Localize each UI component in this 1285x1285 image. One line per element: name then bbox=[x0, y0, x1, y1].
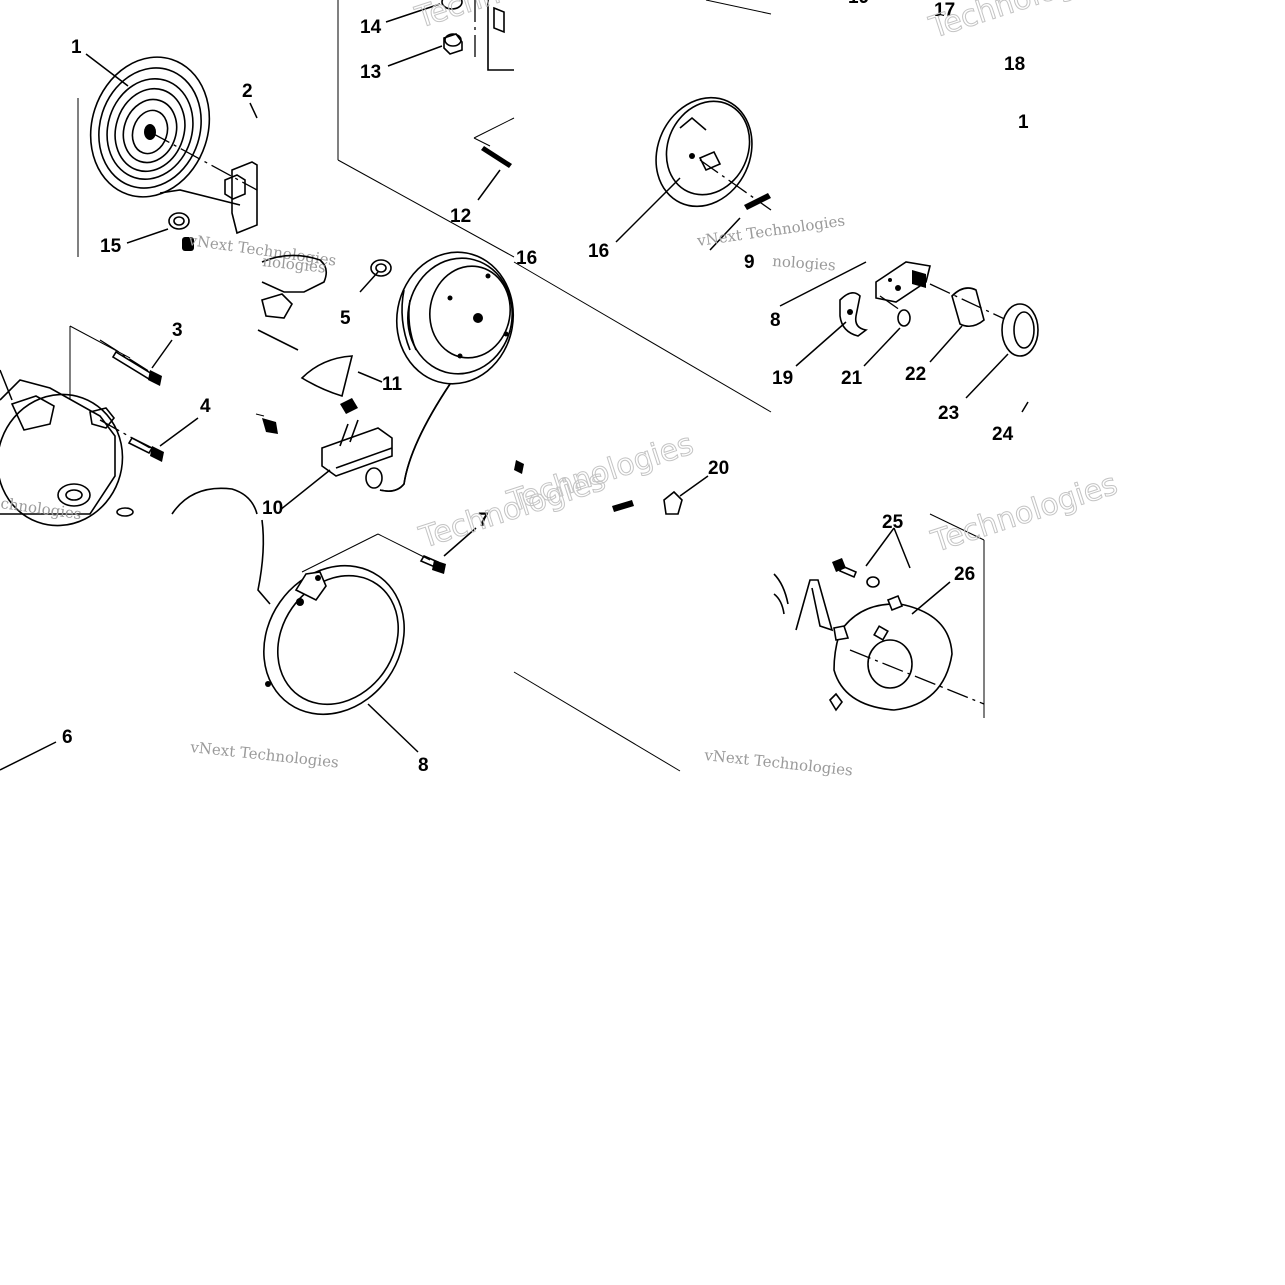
label-part-17: 17 bbox=[934, 0, 955, 21]
label-part-19-cut: 8 bbox=[770, 310, 781, 331]
watermark-technologies-6: nologies bbox=[772, 252, 837, 274]
watermark-technologies-2: Technologies bbox=[925, 0, 1120, 46]
rope-pulley-part bbox=[395, 251, 515, 385]
watermark-technologies: Technologies bbox=[411, 0, 606, 36]
label-part-11: 11 bbox=[382, 374, 403, 395]
label-part-23: 23 bbox=[938, 403, 959, 424]
label-part-19: 19 bbox=[772, 368, 793, 389]
label-part-16: 16 bbox=[588, 241, 609, 262]
recoil-spring-part bbox=[89, 56, 258, 198]
label-part-15: 15 bbox=[100, 236, 122, 257]
label-part-18: 18 bbox=[1004, 54, 1025, 75]
tile-upper-right: 19 17 18 1 Technologies bbox=[848, 0, 1120, 133]
tile-middle-center: 16 20 Technologies bbox=[502, 248, 772, 520]
tile-starter-housing: 3 4 chnologies bbox=[0, 320, 258, 527]
watermark-technologies-7: Technologies bbox=[415, 463, 610, 556]
tile-lower-center: vNext Technologies bbox=[513, 671, 854, 780]
label-part-20: 20 bbox=[708, 458, 729, 479]
watermark-technologies-3: chnologies bbox=[0, 494, 83, 523]
label-part-8: 8 bbox=[418, 755, 429, 776]
tile-frame-bolts: 14 13 12 Technologies bbox=[337, 0, 606, 258]
label-part-14: 14 bbox=[360, 17, 382, 38]
label-part-13: 13 bbox=[360, 62, 381, 83]
label-part-7: 7 bbox=[478, 510, 489, 531]
watermark-vnext-2: vNext Technologies bbox=[695, 211, 846, 250]
label-part-4: 4 bbox=[200, 396, 211, 417]
label-part-5: 5 bbox=[340, 308, 351, 329]
tile-pawl-assembly: 8 19 21 22 23 24 nologies bbox=[770, 252, 1039, 445]
starter-handle-part bbox=[321, 419, 393, 489]
label-part-10: 10 bbox=[262, 498, 283, 519]
label-part-19-top: 19 bbox=[848, 0, 869, 8]
label-part-9: 9 bbox=[744, 252, 755, 273]
tile-pulley-handle: 5 11 10 nologies bbox=[255, 251, 515, 519]
label-part-24: 24 bbox=[992, 424, 1014, 445]
mounting-plate-part bbox=[828, 594, 953, 712]
label-part-1: 1 bbox=[71, 37, 82, 58]
tile-mounting-plate: 25 26 Technologies bbox=[773, 466, 1122, 718]
starter-cover-part bbox=[263, 564, 405, 716]
label-part-12: 12 bbox=[450, 206, 471, 227]
watermark-technologies-8: Technologies bbox=[927, 467, 1122, 560]
label-part-21: 21 bbox=[841, 368, 863, 389]
label-part-3: 3 bbox=[172, 320, 183, 341]
starter-housing-part bbox=[0, 369, 258, 527]
tile-recoil-spring: 1 2 15 vNext Technologies bbox=[71, 37, 338, 270]
tile-pawl-ring: 16 vNext Technologies bbox=[588, 0, 846, 262]
label-part-2: 2 bbox=[242, 81, 253, 102]
watermark-vnext-4: vNext Technologies bbox=[703, 746, 854, 780]
tile-starter-cover: 7 8 Technologies bbox=[257, 462, 610, 776]
label-part-25: 25 bbox=[882, 512, 904, 533]
label-part-18-cut: 1 bbox=[1018, 112, 1029, 133]
pawl-ring-part bbox=[655, 96, 753, 208]
label-part-6: 6 bbox=[62, 727, 73, 748]
label-part-22: 22 bbox=[905, 364, 926, 385]
tile-lower-left: 6 vNext Technologies bbox=[0, 727, 340, 772]
watermark-vnext-3: vNext Technologies bbox=[189, 738, 340, 772]
label-part-26: 26 bbox=[954, 564, 975, 585]
label-part-16-cut: 16 bbox=[516, 248, 537, 269]
